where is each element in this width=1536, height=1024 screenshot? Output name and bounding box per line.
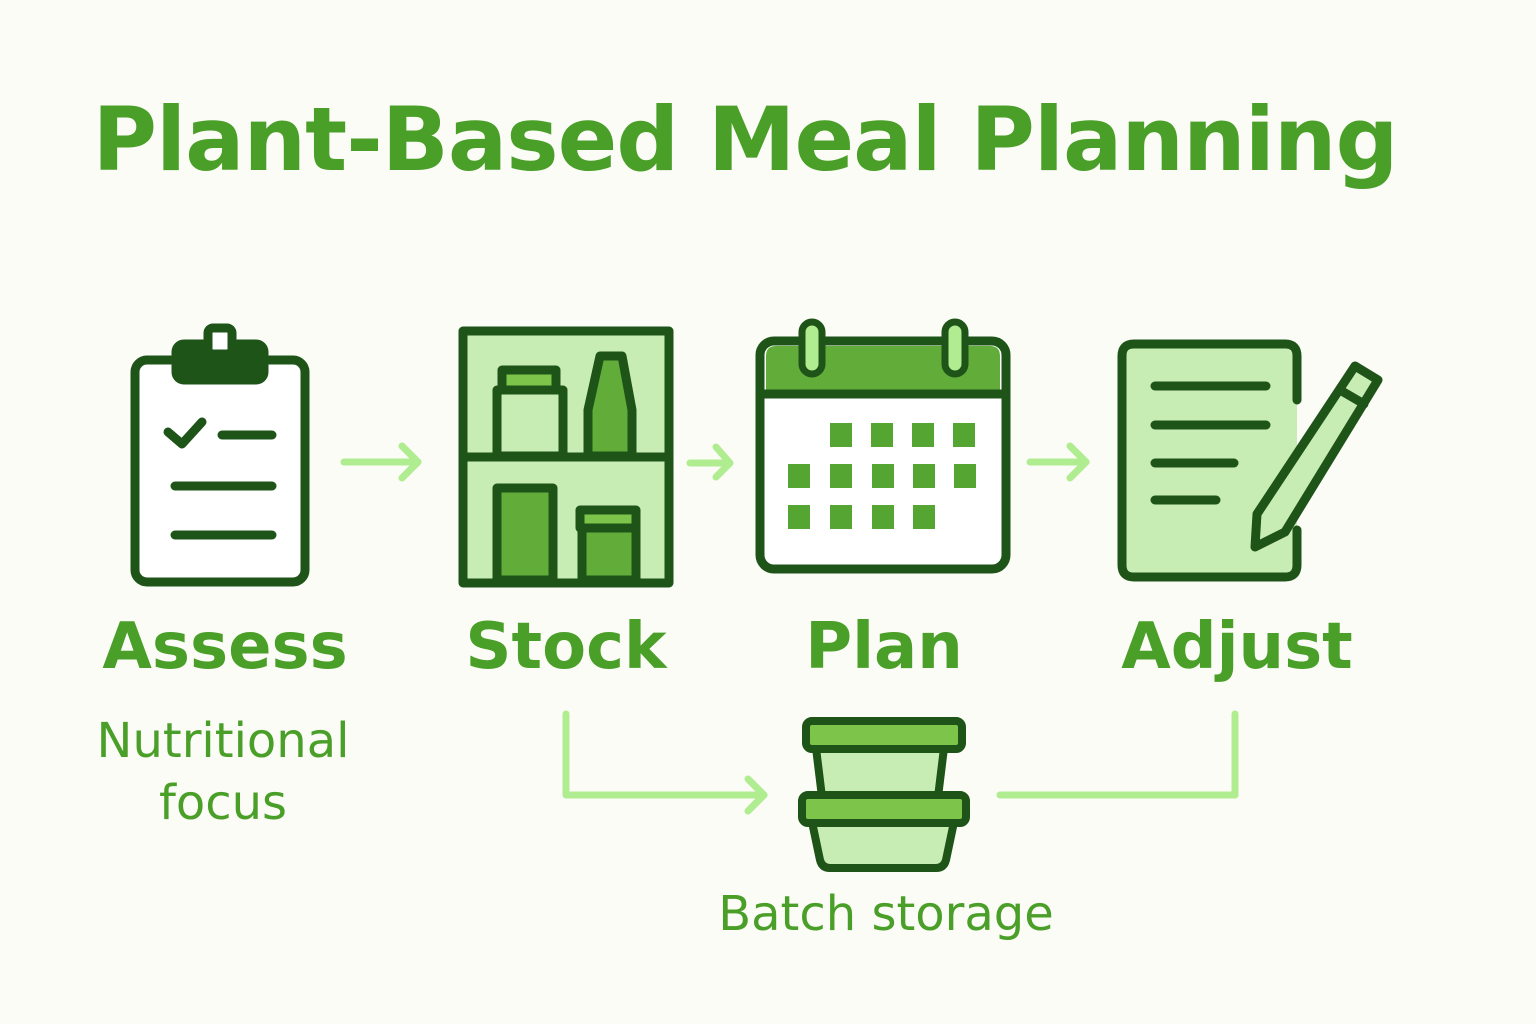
- step-label-stock: Stock: [465, 610, 667, 684]
- arrow-plan-to-adjust: [1026, 442, 1090, 482]
- flow-arrows: [340, 442, 1239, 815]
- batch-storage-label: Batch storage: [718, 886, 1054, 942]
- stacked-containers-icon: [798, 717, 970, 872]
- assess-note-line1: Nutritional: [96, 713, 350, 769]
- step-label-assess: Assess: [102, 610, 348, 684]
- arrow-stock-to-batch: [562, 710, 768, 815]
- notepad-pencil-icon: [1117, 339, 1383, 582]
- pantry-shelf-icon: [458, 326, 674, 588]
- clipboard-checklist-icon: [130, 323, 310, 587]
- calendar-day-grid: [788, 423, 976, 529]
- assess-note-line2: focus: [158, 775, 288, 831]
- step-label-plan: Plan: [805, 610, 963, 684]
- step-label-adjust: Adjust: [1121, 610, 1353, 684]
- arrow-stock-to-plan: [686, 443, 734, 481]
- page-title: Plant-Based Meal Planning: [92, 88, 1398, 191]
- arrow-assess-to-stock: [340, 442, 422, 482]
- calendar-icon: [755, 318, 1011, 574]
- line-adjust-to-batch: [996, 710, 1239, 799]
